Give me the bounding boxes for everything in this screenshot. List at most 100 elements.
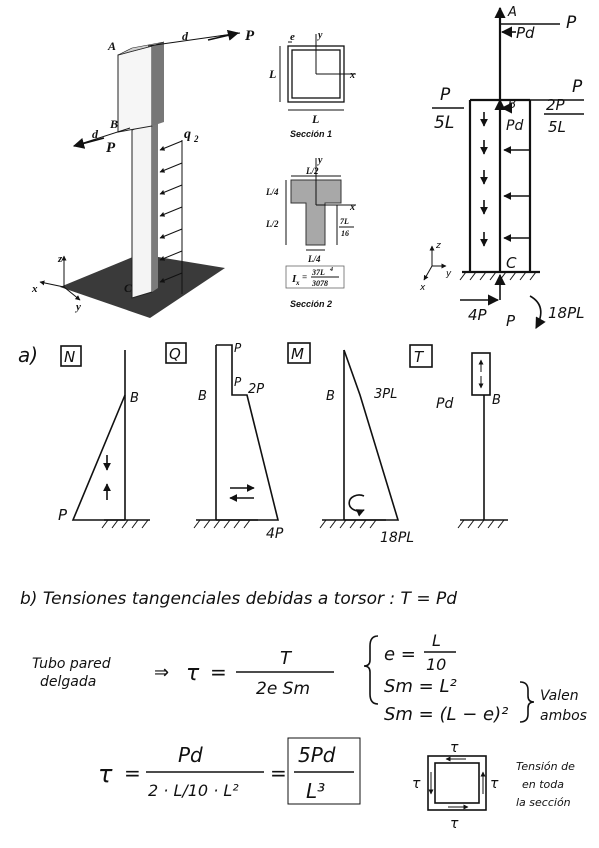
section-2: y x L/2 L/4 L/2 7L 16 L/4 I x = 37L 4 30… — [265, 155, 356, 309]
label-C: C — [124, 281, 133, 295]
M-B: B — [326, 389, 335, 404]
sec1-L-side: L — [268, 67, 276, 81]
tube-inner — [434, 762, 480, 804]
Q-P2: P — [234, 375, 242, 389]
fbd-B: B — [508, 97, 516, 111]
eq-1: = — [210, 660, 227, 684]
tau-top: τ — [450, 740, 459, 756]
axis-y: y — [74, 301, 81, 313]
part-b-torsion: b) Tensiones tangenciales debidas a tors… — [20, 589, 587, 832]
T-title: T — [414, 348, 425, 366]
fbd-axis-y: y — [445, 269, 452, 279]
valen-2: ambos — [540, 708, 587, 724]
sec2-caption: Sección 2 — [290, 299, 332, 309]
sm-2: Sm = (L − e)² — [384, 704, 508, 725]
M-box — [287, 342, 311, 364]
sec1-x: x — [349, 70, 355, 81]
sec2-x: x — [349, 202, 355, 213]
sec2-y: y — [317, 155, 323, 166]
sec1-caption: Sección 1 — [290, 129, 332, 139]
sec2-I-sub: x — [295, 279, 300, 287]
eq-2: = — [124, 761, 141, 785]
sec2-I-exp: 4 — [329, 267, 333, 273]
tube-outer — [427, 755, 487, 811]
frac1-num: T — [280, 648, 293, 669]
note-2: en toda — [522, 778, 564, 791]
tube-line2: delgada — [40, 674, 96, 690]
sec2-I-den: 3078 — [311, 279, 328, 288]
sec1-L-bottom: L — [311, 112, 319, 126]
T-Pd: Pd — [436, 396, 453, 412]
Q-title: Q — [169, 345, 181, 363]
M-18PL: 18PL — [380, 530, 414, 546]
result-num: 5Pd — [298, 743, 336, 767]
sec2-right-den: 16 — [341, 229, 349, 238]
tau-1: τ — [186, 661, 200, 686]
fbd-Pd-mid: Pd — [506, 118, 523, 134]
tau-bottom: τ — [450, 816, 459, 832]
label-P-top: P — [245, 28, 255, 44]
N-title: N — [64, 348, 75, 366]
Q-B: B — [198, 389, 207, 404]
result-den: L³ — [306, 779, 325, 803]
frac2-num: Pd — [178, 743, 203, 767]
fbd-Pd-top: Pd — [516, 24, 535, 42]
T-B: B — [492, 393, 501, 408]
sec1-e: e — [290, 31, 295, 43]
tau-left: τ — [412, 776, 421, 792]
M-title: M — [291, 345, 304, 363]
T-box — [409, 344, 433, 368]
eq-3: = — [270, 761, 287, 785]
fbd-4P: 4P — [468, 306, 488, 324]
frac1-den: 2e Sm — [256, 679, 310, 699]
fbd-A: A — [507, 5, 517, 20]
sm-1: Sm = L² — [384, 676, 457, 697]
part-b-heading: b) Tensiones tangenciales debidas a tors… — [20, 589, 457, 609]
fbd-C: C — [506, 254, 517, 272]
N-P: P — [58, 506, 68, 524]
fbd-18PL: 18PL — [548, 304, 585, 322]
Q-4P: 4P — [266, 526, 284, 542]
label-d-top: d — [182, 29, 189, 43]
T-rect — [471, 352, 491, 396]
label-P-mid: P — [106, 140, 116, 156]
sec2-left1: L/4 — [265, 187, 279, 197]
brace-left — [363, 635, 379, 705]
N-B: B — [130, 391, 139, 406]
sec2-I-eq: = — [302, 272, 307, 282]
result-box — [287, 737, 361, 805]
part-a-label: a) — [18, 343, 38, 367]
sec2-I-num: 37L — [311, 268, 325, 277]
Q-2P: 2P — [248, 382, 264, 397]
section-1: e y x L L Sección 1 — [268, 30, 356, 139]
tau-right: τ — [490, 776, 499, 792]
fbd-2P-num: 2P — [546, 96, 566, 114]
label-B: B — [109, 117, 118, 131]
tau-2: τ — [98, 760, 113, 788]
frac2-den: 2 · L/10 · L² — [148, 781, 239, 800]
fbd-P-top: P — [566, 13, 577, 33]
sec2-left2: L/2 — [265, 219, 279, 229]
label-d-mid: d — [92, 127, 99, 141]
e-num: L — [432, 631, 441, 650]
fbd-axis-x: x — [419, 283, 426, 293]
sec2-right-num: 7L — [340, 217, 349, 226]
fbd-P-right: P — [572, 77, 583, 97]
label-q2: q — [184, 127, 191, 142]
Q-P1: P — [234, 341, 242, 355]
valen-1: Valen — [540, 688, 579, 704]
label-A: A — [107, 39, 116, 53]
e-den: 10 — [426, 655, 446, 674]
M-3PL: 3PL — [374, 387, 397, 402]
label-q2-sub: 2 — [193, 134, 199, 144]
sec2-top: L/2 — [305, 166, 319, 176]
fbd-P-left-den: 5L — [434, 113, 454, 133]
free-body-diagram: A Pd P B P 5L Pd P 2P 5L C z x y 4P P 18… — [419, 5, 585, 330]
fbd-axis-z: z — [435, 241, 441, 251]
implies-arrow: ⇒ — [154, 662, 169, 683]
N-box — [60, 345, 82, 367]
fbd-P-bottom: P — [506, 312, 516, 330]
sec2-I: I — [291, 273, 297, 285]
axis-x: x — [31, 283, 38, 295]
